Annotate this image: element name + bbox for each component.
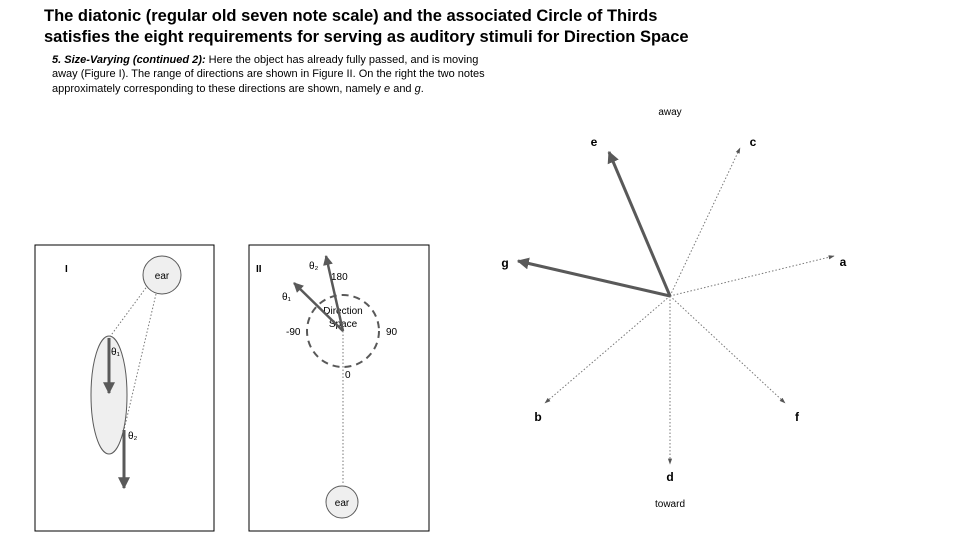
title-line-1: The diatonic (regular old seven note sca… (44, 7, 658, 25)
note-d-label: d (666, 470, 673, 484)
figure-1-sight-line-1 (108, 284, 149, 339)
description-and: and (390, 82, 415, 95)
theta-1-label-figure-1: θ₁ (111, 347, 121, 358)
degree-0-label: 0 (345, 370, 351, 381)
toward-label: toward (655, 499, 685, 510)
note-c-direction-line (669, 147, 741, 297)
description-paragraph: 5. Size-Varying (continued 2): Here the … (52, 53, 492, 96)
title-line-2: satisfies the eight requirements for ser… (44, 28, 689, 46)
note-a-label: a (840, 255, 847, 269)
figure-1-label: I (65, 264, 68, 275)
theta-1-label-figure-2: θ₁ (282, 292, 292, 303)
figure-2-frame (248, 244, 430, 532)
away-label: away (658, 107, 681, 118)
note-e-label: e (591, 135, 598, 149)
direction-space-label-line-2: Space (329, 319, 358, 330)
description-lead: 5. Size-Varying (continued 2): (52, 54, 206, 66)
description-note-e: e (384, 82, 391, 95)
figure-1-sight-line-2 (123, 293, 157, 431)
description-period: . (420, 82, 424, 95)
circle-of-thirds: away toward e c a f d b g (501, 107, 846, 510)
description-text: Here the object has already fully passed… (52, 54, 485, 95)
degree-minus-90-label: -90 (286, 327, 301, 338)
theta-1-direction-arrow (293, 282, 344, 332)
note-c-label: c (750, 135, 757, 149)
note-e-direction-arrow (607, 150, 672, 297)
note-g-label: g (501, 256, 508, 270)
note-a-direction-line (669, 255, 835, 297)
ear-circle-figure-2 (325, 485, 359, 519)
degree-180-label: 180 (331, 272, 348, 283)
theta-2-direction-arrow (323, 255, 345, 332)
figure-1-frame (34, 244, 215, 532)
figure-1: I ear θ₁ θ₂ (34, 244, 215, 532)
note-f-label: f (795, 410, 800, 424)
page-title: The diatonic (regular old seven note sca… (44, 6, 924, 48)
direction-space-label-line-1: Direction (323, 306, 362, 317)
ear-circle-figure-1 (142, 255, 182, 295)
note-g-direction-arrow (516, 257, 671, 298)
description-note-g: g (414, 82, 421, 95)
note-b-direction-line (544, 295, 671, 404)
note-f-direction-line (669, 295, 786, 404)
direction-space-circle (306, 294, 380, 368)
degree-90-label: 90 (386, 327, 398, 338)
theta-2-label-figure-1: θ₂ (128, 431, 138, 442)
moving-object-ellipse (90, 335, 128, 455)
theta-2-label-figure-2: θ₂ (309, 261, 319, 272)
ear-label-figure-1: ear (155, 271, 170, 282)
note-b-label: b (534, 410, 541, 424)
figure-2: II ear Direction Space θ₁ θ₂ 180 -90 90 … (248, 244, 430, 532)
figure-2-label: II (256, 264, 262, 275)
ear-label-figure-2: ear (335, 498, 350, 509)
